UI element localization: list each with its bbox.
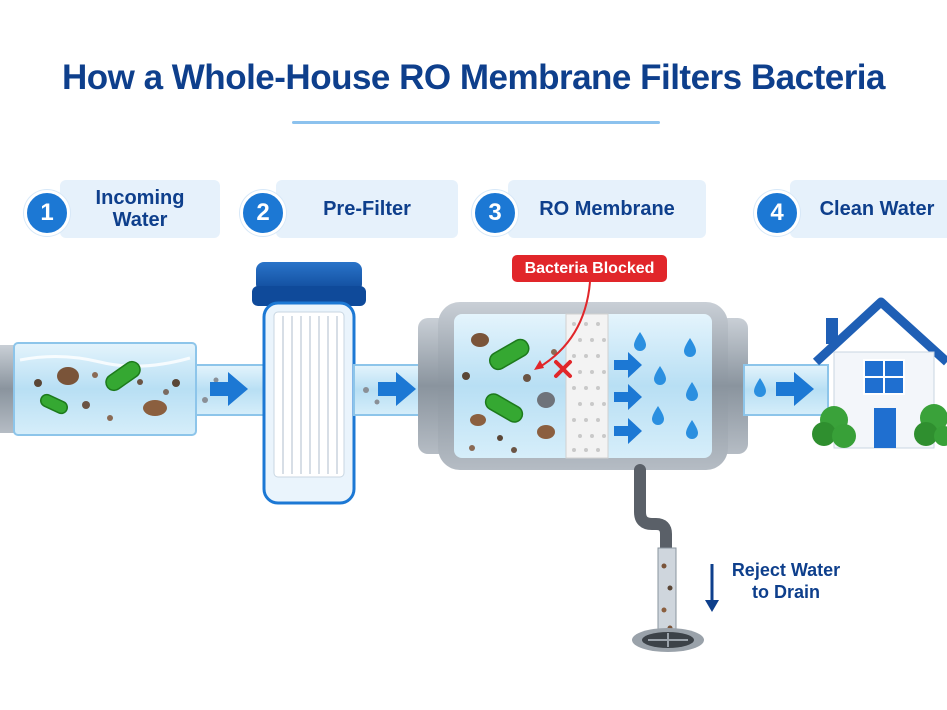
blocked-contaminants (462, 333, 557, 453)
down-arrow-icon (705, 564, 719, 612)
step-label-pill: RO Membrane (508, 180, 706, 238)
diagram-title: How a Whole-House RO Membrane Filters Ba… (61, 58, 886, 97)
step-label: Pre-Filter (323, 198, 411, 220)
flow-arrow-icon (776, 372, 814, 406)
pre-filter-housing (252, 262, 366, 505)
title-underline (292, 121, 660, 124)
callout-pointer (534, 281, 591, 370)
ro-membrane-vessel (418, 302, 748, 470)
reject-water-label: Reject Water to Drain (731, 560, 841, 602)
step-number-badge: 2 (240, 190, 286, 236)
flow-arrow-icon (378, 372, 416, 406)
reject-drain-pipe (632, 464, 704, 652)
step-number-badge: 4 (754, 190, 800, 236)
step-label: RO Membrane (539, 198, 675, 220)
step-label: Clean Water (819, 198, 935, 220)
bacteria-icon (39, 360, 141, 415)
step-label: Incoming Water (95, 187, 185, 231)
step-number-badge: 3 (472, 190, 518, 236)
step-number-badge: 1 (24, 190, 70, 236)
flow-arrow-icon (614, 352, 642, 444)
flow-arrow-icon (210, 372, 248, 406)
house-icon (812, 297, 947, 449)
clean-water-droplets (634, 332, 698, 439)
incoming-contaminants (34, 367, 180, 421)
incoming-pipe (0, 342, 197, 436)
step-label-pill: Pre-Filter (276, 180, 458, 238)
bacteria-blocked-callout: Bacteria Blocked (512, 255, 667, 282)
step-label-pill: Incoming Water (60, 180, 220, 238)
step-label-pill: Clean Water (790, 180, 947, 238)
blocked-x-icon (554, 360, 572, 378)
bacteria-icon (484, 338, 530, 423)
